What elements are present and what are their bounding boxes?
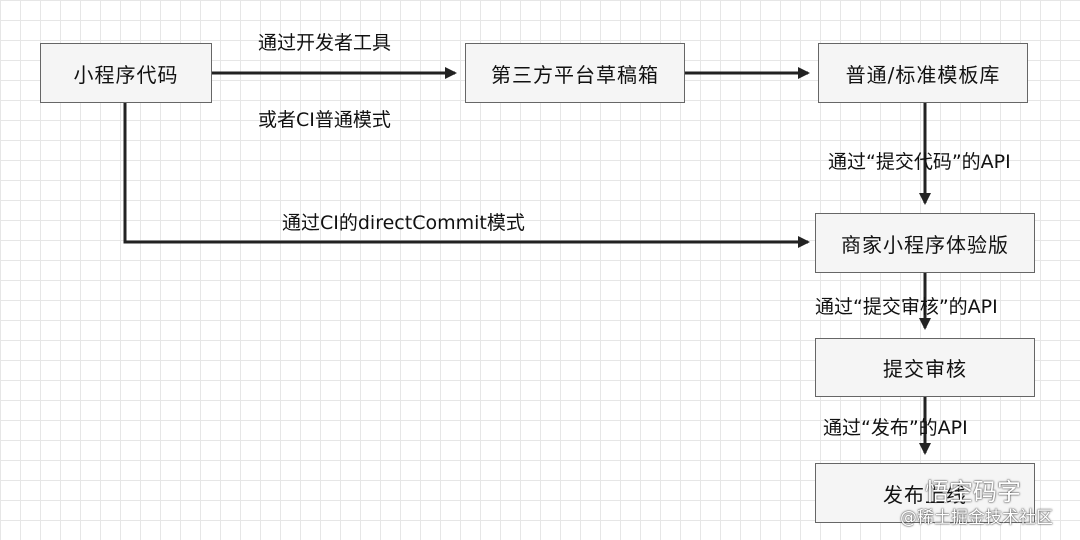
node-merchant-trial: 商家小程序体验版 [815,213,1035,273]
node-miniprogram-code: 小程序代码 [40,43,212,103]
edge-code-to-trial-direct [123,103,810,248]
node-template-library: 普通/标准模板库 [818,43,1028,103]
watermark-name: 悟空码字 [925,478,1021,506]
watermark-source: @稀土掘金技术社区 [900,508,1053,528]
node-thirdparty-drafts: 第三方平台草稿箱 [465,43,685,103]
edge-label-devtools-bottom: 或者CI普通模式 [258,109,391,131]
node-publish: 发布上线 [815,463,1035,523]
edge-label-commit-code-api: 通过“提交代码”的API [828,151,1011,173]
edge-label-release-api: 通过“发布”的API [823,417,968,439]
node-submit-review: 提交审核 [815,338,1035,397]
edge-label-ci-direct-commit: 通过CI的directCommit模式 [282,212,525,234]
edge-label-submit-review-api: 通过“提交审核”的API [815,296,998,318]
edge-label-devtools-top: 通过开发者工具 [258,32,392,54]
